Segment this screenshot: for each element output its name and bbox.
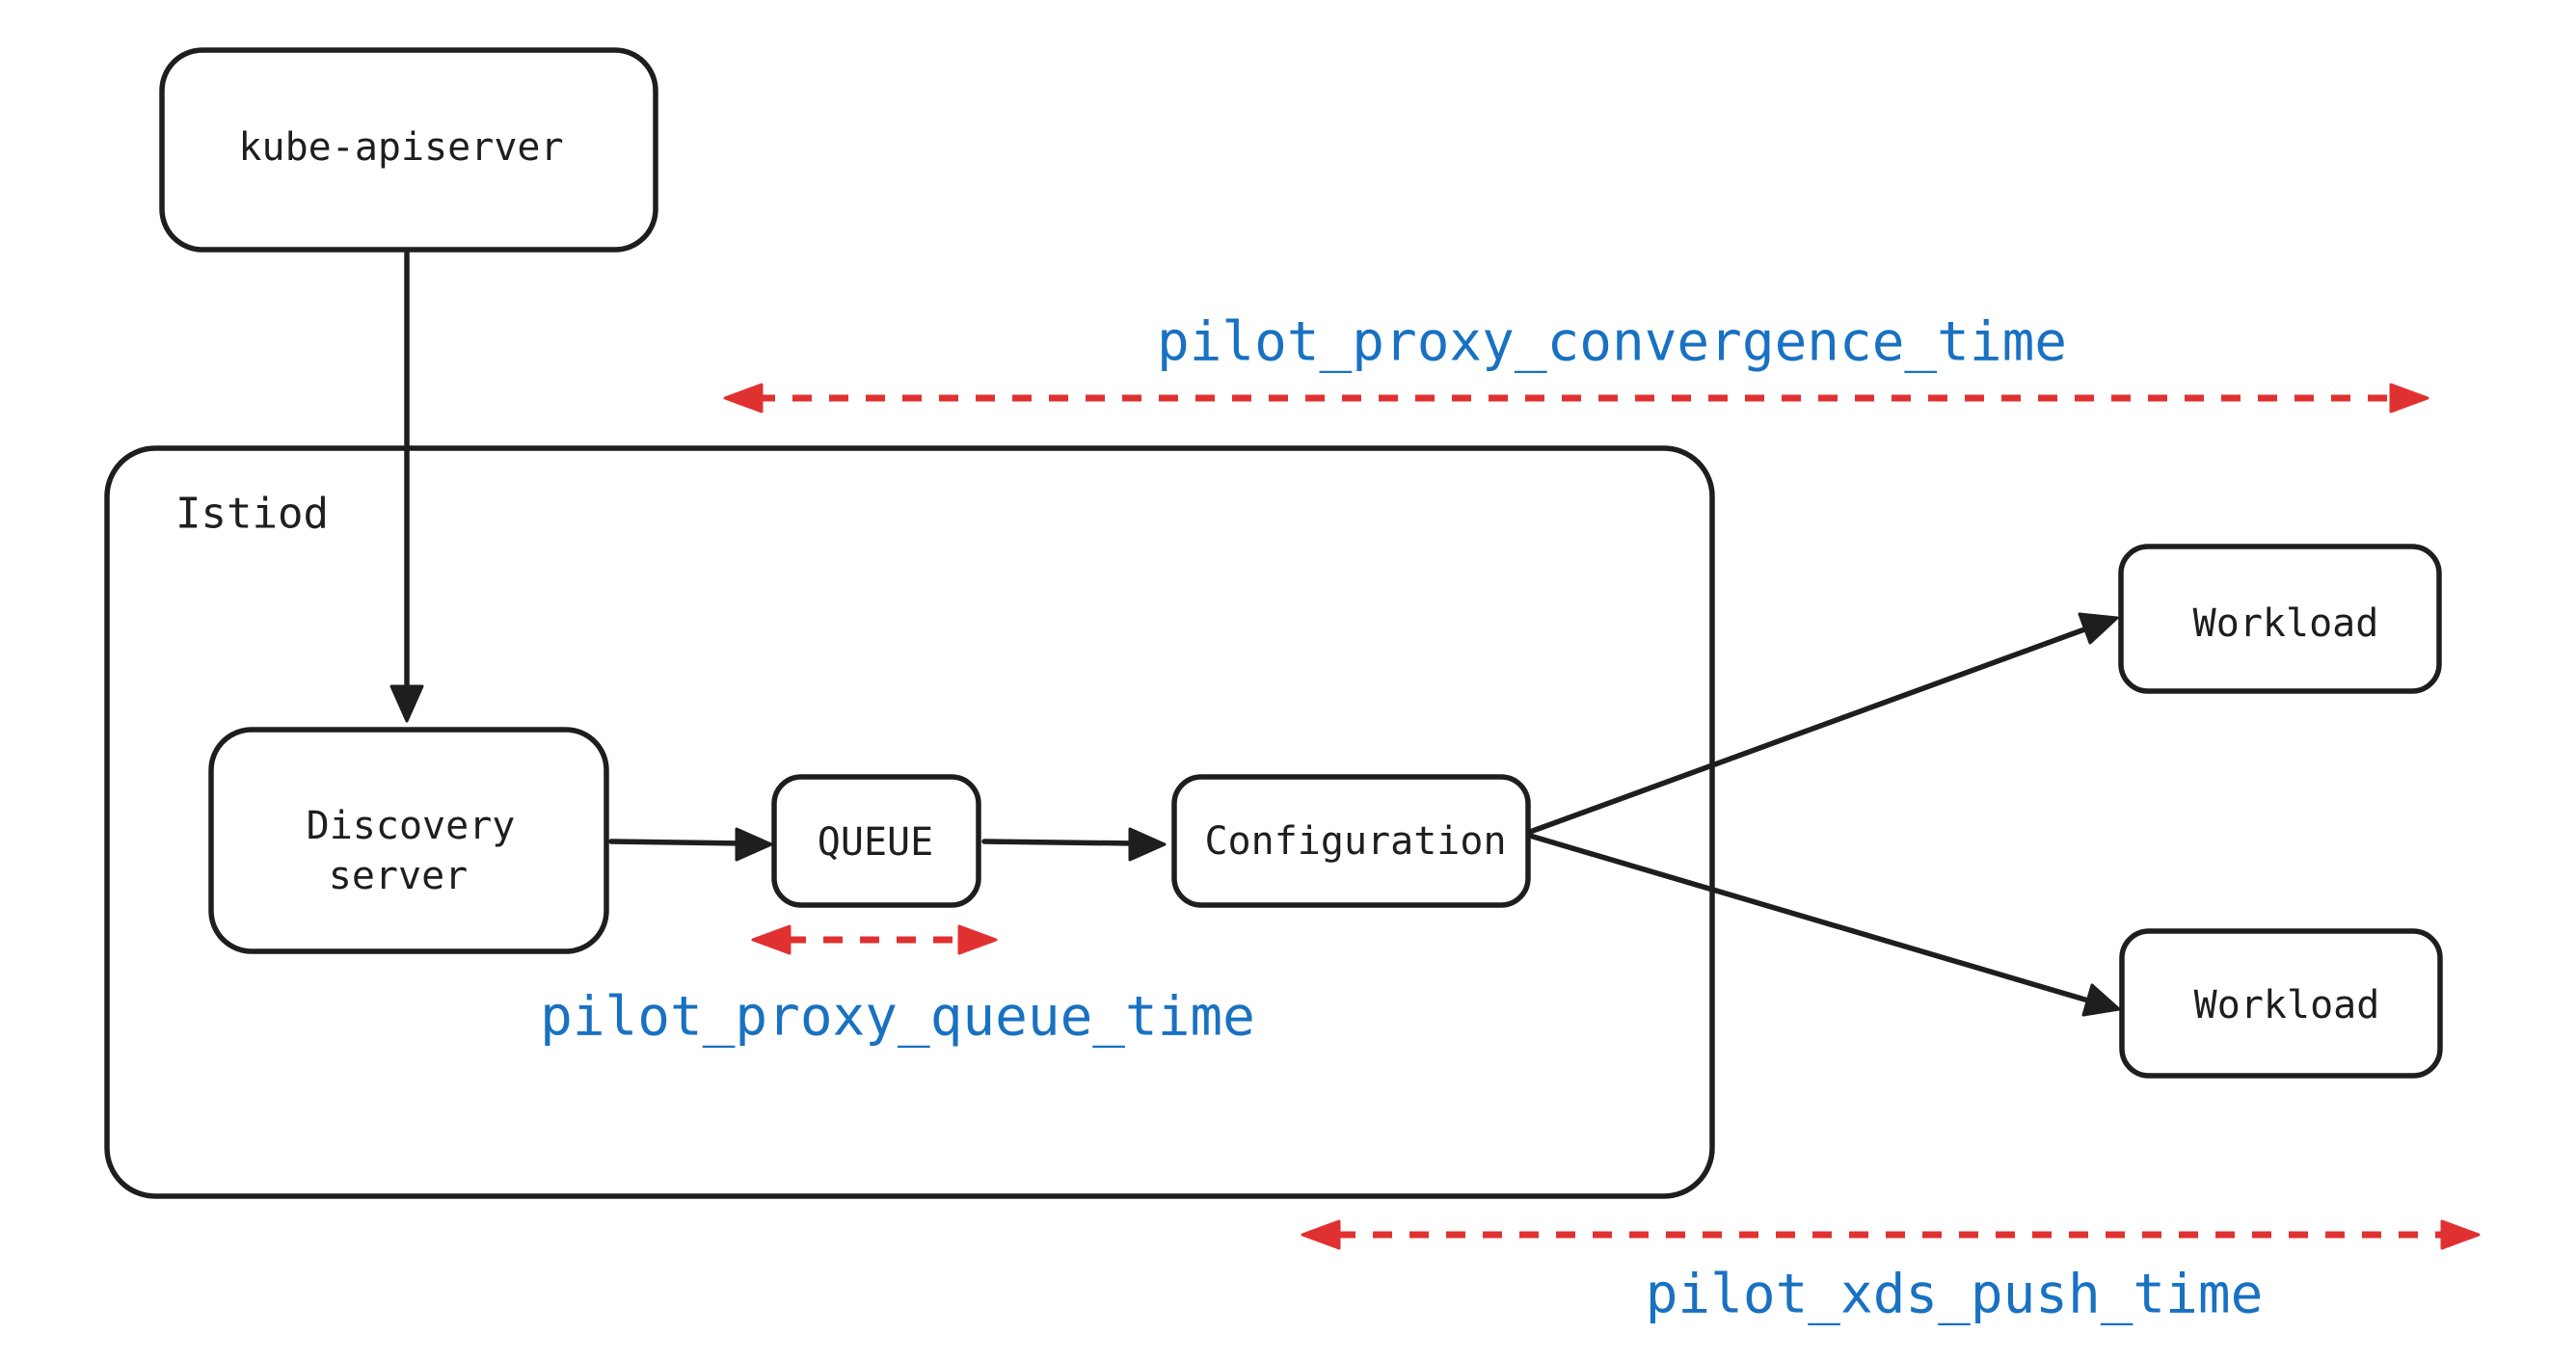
- queue-span-left-head: [751, 924, 792, 955]
- arrow-queue-to-configuration-head: [1128, 827, 1167, 862]
- kube-apiserver-node: kube-apiserver: [159, 47, 658, 253]
- istiod-label: Istiod: [175, 490, 329, 539]
- workload-bottom-box: [2119, 928, 2443, 1079]
- convergence-span-left-head: [723, 383, 764, 414]
- arrow-queue-to-configuration: [981, 839, 1139, 846]
- queue-node: QUEUE: [771, 774, 981, 908]
- istiod-container-border: [104, 445, 1715, 1199]
- queue-label: QUEUE: [818, 820, 933, 865]
- workload-bottom-label: Workload: [2194, 983, 2380, 1027]
- discovery-server-label-line1: Discovery: [307, 804, 516, 848]
- kube-apiserver-box: [159, 47, 658, 253]
- queue-span-right-head: [957, 924, 998, 955]
- workload-top-node: Workload: [2118, 544, 2442, 694]
- workload-top-label: Workload: [2193, 601, 2379, 646]
- push-span-left-head: [1301, 1219, 1341, 1250]
- convergence-metric-label: pilot_proxy_convergence_time: [1157, 311, 2067, 374]
- arrow-configuration-to-workload-top-head: [2078, 612, 2119, 645]
- configuration-node: Configuration: [1171, 774, 1531, 908]
- workload-top-box: [2118, 544, 2442, 694]
- metric-convergence: pilot_proxy_convergence_time: [723, 311, 2429, 414]
- arrow-configuration-to-workload-top: [1527, 626, 2090, 835]
- arrow-apiserver-to-discovery-head: [389, 684, 424, 723]
- convergence-span-right-head: [2389, 383, 2429, 414]
- discovery-server-box: [208, 727, 609, 954]
- metric-push: pilot_xds_push_time: [1301, 1219, 2481, 1326]
- queue-metric-label: pilot_proxy_queue_time: [540, 986, 1255, 1049]
- queue-box: [771, 774, 981, 908]
- istiod-container: Istiod: [104, 445, 1715, 1199]
- push-span-right-head: [2440, 1219, 2481, 1250]
- arrow-discovery-to-queue: [608, 839, 745, 846]
- metric-queue: pilot_proxy_queue_time: [540, 924, 1255, 1049]
- flow-arrows: [389, 250, 2121, 1017]
- discovery-server-node: Discovery server: [208, 727, 609, 954]
- configuration-box: [1171, 774, 1531, 908]
- workload-bottom-node: Workload: [2119, 928, 2443, 1079]
- kube-apiserver-label: kube-apiserver: [238, 125, 563, 170]
- arrow-discovery-to-queue-head: [735, 827, 773, 862]
- discovery-server-label-line2: server: [329, 854, 469, 898]
- configuration-label: Configuration: [1204, 819, 1506, 864]
- arrow-configuration-to-workload-bottom: [1527, 833, 2091, 1003]
- push-metric-label: pilot_xds_push_time: [1646, 1264, 2264, 1326]
- arrow-configuration-to-workload-bottom-head: [2081, 983, 2121, 1017]
